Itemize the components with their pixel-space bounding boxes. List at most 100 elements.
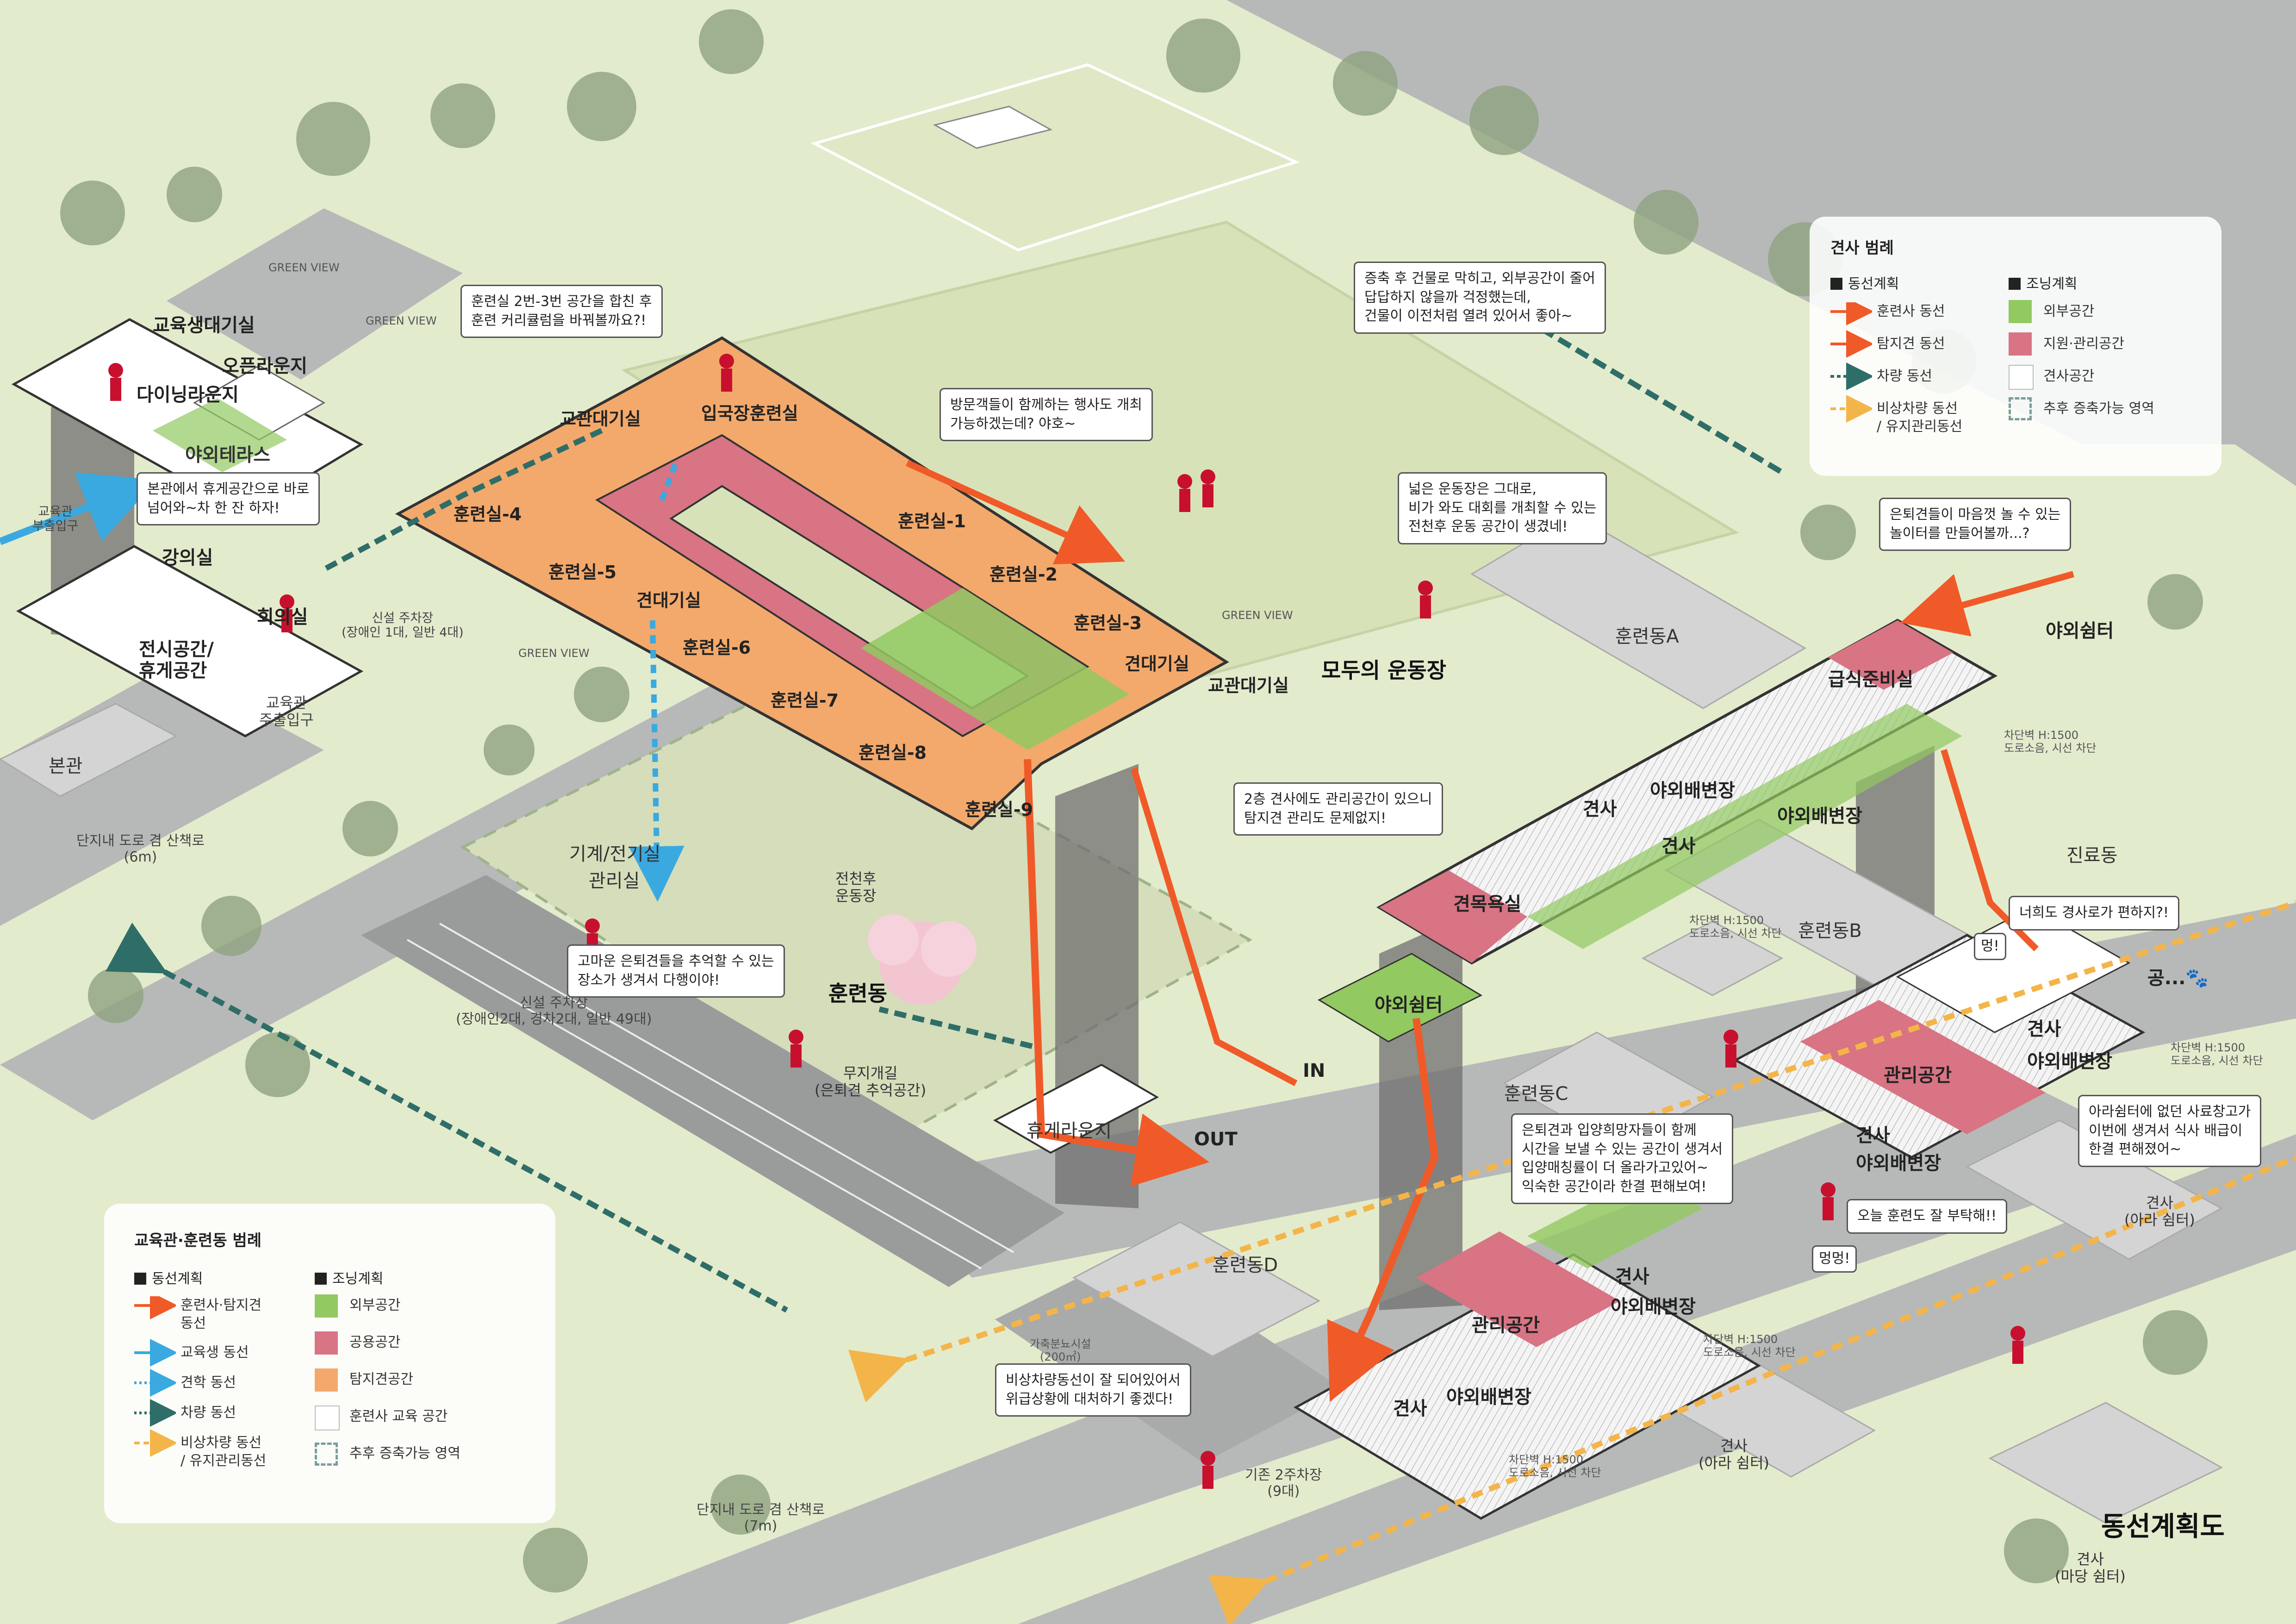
kennel-label-3: 견사	[2027, 1018, 2061, 1040]
education-legend-outdoor-swatch	[315, 1294, 338, 1318]
existing-parking-label: 기존 2주차장 (9대)	[1245, 1467, 1322, 1499]
education-main-entrance-label: 교육관 주출입구	[259, 694, 314, 729]
education-legend-dog-space: 탐지견공간	[349, 1371, 413, 1387]
education-side-entrance-label: 교육관 부출입구	[32, 505, 79, 534]
outdoor-rest-1-label: 야외쉼터	[1375, 994, 1443, 1016]
green-view-label-2: GREEN VIEW	[366, 314, 437, 327]
education-legend-dog-swatch	[315, 1368, 338, 1392]
education-legend-common-swatch	[315, 1331, 338, 1355]
main-hall-label: 본관	[49, 756, 83, 777]
training-d-label: 훈련동D	[1213, 1255, 1278, 1276]
meal-prep-room-label: 급식준비실	[1828, 669, 1913, 690]
green-view-label-1: GREEN VIEW	[268, 261, 340, 274]
toilet-label-1: 야외배변장	[1650, 780, 1735, 801]
education-legend-outdoor: 외부공간	[349, 1297, 401, 1313]
entry-training-room-label: 입국장훈련실	[701, 403, 798, 424]
kennel-shelter-2-label: 견사 (아라 쉼터)	[1699, 1437, 1769, 1472]
speech-emergency: 비상차량동선이 잘 되어있어서 위급상황에 대처하기 좋겠다!	[995, 1363, 1191, 1417]
new-parking-main-label: 신설 주차장 (장애인2대, 경차2대, 일반 49대)	[456, 995, 652, 1027]
barrier-wall-label-3: 차단벽 H:1500 도로소음, 시선 차단	[2171, 1041, 2263, 1067]
training-b-label: 훈련동B	[1798, 920, 1862, 942]
speech-memory: 고마운 은퇴견들을 추억할 수 있는 장소가 생겨서 다행이야!	[567, 944, 785, 998]
kennel-legend: 견사 범례 동선계획 조닝계획 훈련사 동선 탐지견 동선 차량 동선 비상차량…	[1810, 217, 2221, 476]
kennel-legend-outdoor-swatch	[2009, 300, 2032, 323]
clinic-label: 진료동	[2066, 845, 2118, 866]
speech-feed-storage: 아라쉼터에 없던 사료창고가 이번에 생겨서 식사 배급이 한결 편해졌어~	[2078, 1095, 2262, 1167]
management-space-label-1: 관리공간	[1884, 1065, 1952, 1086]
meeting-room-label: 회의실	[257, 606, 308, 628]
barrier-wall-label-2: 차단벽 H:1500 도로소음, 시선 차단	[1689, 914, 1782, 940]
kennel-legend-zoning-header: 조닝계획	[2009, 272, 2077, 293]
dog-bath-label: 견목욕실	[1453, 893, 1522, 915]
green-view-label-3: GREEN VIEW	[518, 647, 590, 660]
rest-lounge-label: 휴게라운지	[1027, 1120, 1112, 1142]
toilet-label-4: 야외배변장	[1856, 1153, 1941, 1174]
kennel-legend-support-swatch	[2009, 332, 2032, 356]
all-weather-field-label: 전천후 운동장	[835, 870, 877, 905]
kennel-label-6: 견사	[1393, 1398, 1427, 1419]
barrier-wall-label-1: 차단벽 H:1500 도로소음, 시선 차단	[2004, 729, 2097, 755]
training-room-1-label: 훈련실-1	[898, 511, 966, 531]
kennel-legend-emergency-route: 비상차량 동선 / 유지관리동선	[1877, 400, 1963, 435]
kennel-shelter-3-label: 견사 (마당 쉼터)	[2055, 1550, 2126, 1585]
speech-retired: 은퇴견들이 마음껏 놀 수 있는 놀이터를 만들어볼까...?	[1879, 498, 2072, 551]
new-parking-top-label: 신설 주차장 (장애인 1대, 일반 4대)	[342, 611, 464, 640]
education-legend: 교육관·훈련동 범례 동선계획 조닝계획 훈련사·탐지견 동선 교육생 동선 견…	[104, 1204, 555, 1523]
kennel-legend-title: 견사 범례	[1830, 239, 1894, 257]
kennel-legend-expansion: 추후 증축가능 영역	[2043, 400, 2154, 417]
kennel-label-2: 견사	[1661, 836, 1696, 857]
outdoor-rest-2-label: 야외쉼터	[2046, 620, 2114, 642]
training-room-7-label: 훈련실-7	[771, 690, 839, 711]
instructor-waiting-room-top-label: 교관대기실	[560, 409, 641, 429]
dining-lounge-label: 다이닝라운지	[137, 384, 239, 406]
education-legend-circulation-header: 동선계획	[134, 1267, 203, 1287]
speech-adoption: 은퇴견과 입양희망자들이 함께 시간을 보낼 수 있는 공간이 생겨서 입양매칭…	[1511, 1113, 1734, 1204]
education-legend-student-route: 교육생 동선	[180, 1344, 249, 1361]
management-space-label-2: 관리공간	[1472, 1315, 1540, 1336]
lecture-room-label: 강의실	[162, 547, 213, 568]
education-legend-route-icons	[134, 1296, 176, 1457]
management-room-label: 관리실	[589, 870, 640, 892]
student-waiting-room-label: 교육생대기실	[153, 315, 255, 336]
education-legend-common: 공용공간	[349, 1334, 401, 1350]
training-c-label: 훈련동C	[1504, 1083, 1568, 1105]
speech-worry: 증축 후 건물로 막히고, 외부공간이 줄어 답답하지 않을까 걱정했는데, 건…	[1354, 262, 1606, 334]
kennel-label-1: 견사	[1583, 799, 1617, 820]
kennel-legend-kennel-swatch	[2009, 365, 2034, 390]
speech-merge-rooms: 훈련실 2번-3번 공간을 합친 후 훈련 커리큘럼을 바꿔볼까요?!	[460, 285, 663, 338]
training-room-4-label: 훈련실-4	[454, 504, 522, 525]
speech-today: 오늘 훈련도 잘 부탁해!!	[1847, 1199, 2008, 1234]
kennel-label-5: 견사	[1615, 1266, 1649, 1287]
people-figures	[108, 354, 2025, 1489]
waste-facility-label: 가축분뇨시설 (200㎡)	[1030, 1337, 1091, 1363]
barrier-wall-label-4: 차단벽 H:1500 도로소음, 시선 차단	[1703, 1333, 1796, 1359]
route-out-label: OUT	[1194, 1129, 1238, 1150]
outdoor-terrace-label: 야외테라스	[185, 444, 270, 466]
kennel-legend-support: 지원·관리공간	[2043, 336, 2125, 352]
barrier-wall-label-5: 차단벽 H:1500 도로소음, 시선 차단	[1509, 1453, 1601, 1479]
toilet-label-2: 야외배변장	[1777, 806, 1862, 827]
toilet-label-3: 야외배변장	[2027, 1051, 2112, 1072]
training-room-9-label: 훈련실-9	[965, 800, 1033, 820]
dog-waiting-room-1-label: 견대기실	[636, 590, 701, 611]
training-room-3-label: 훈련실-3	[1074, 613, 1142, 633]
education-legend-tour-route: 견학 동선	[180, 1374, 236, 1391]
education-legend-trainer-space: 훈련사 교육 공간	[349, 1408, 448, 1424]
instructor-waiting-room-right-label: 교관대기실	[1208, 675, 1289, 696]
bark-bubble-1: 멍!	[1974, 933, 2006, 960]
training-room-8-label: 훈련실-8	[859, 743, 927, 763]
training-room-5-label: 훈련실-5	[548, 562, 617, 582]
speech-event: 방문객들이 함께하는 행사도 개최 가능하겠는데? 야호~	[940, 388, 1153, 441]
education-hall-lower	[16, 545, 364, 737]
education-legend-expansion: 추후 증축가능 영역	[349, 1445, 460, 1462]
memorial-path-label: 무지개길 (은퇴견 추억공간)	[815, 1064, 927, 1099]
education-legend-title: 교육관·훈련동 범례	[134, 1231, 261, 1250]
kennel-legend-circulation-header: 동선계획	[1830, 272, 1899, 293]
speech-lounge: 본관에서 휴게공간으로 바로 넘어와~차 한 잔 하자!	[137, 472, 320, 525]
gong-bubble: 공...🐾	[2147, 968, 2209, 989]
education-legend-emergency-route: 비상차량 동선 / 유지관리동선	[180, 1435, 267, 1469]
kennel-legend-trainer-route: 훈련사 동선	[1877, 303, 1945, 319]
speech-2f-management: 2층 견사에도 관리공간이 있으니 탐지견 관리도 문제없지!	[1233, 782, 1443, 836]
road-bottom-label: 단지내 도로 겸 산책로 (7m)	[697, 1502, 825, 1534]
kennel-legend-route-icons	[1830, 302, 1872, 423]
